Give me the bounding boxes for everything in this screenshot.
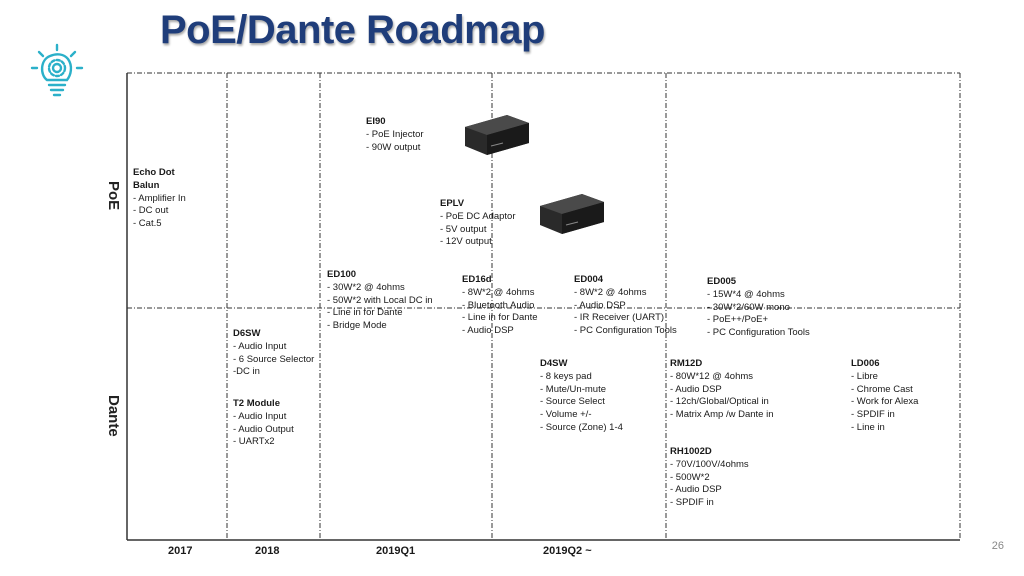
item-line: - IR Receiver (UART) [574, 312, 665, 324]
item-line: - 6 Source Selector [233, 353, 315, 365]
item-line: - 8 keys pad [540, 370, 592, 382]
item-line: - 8W*2 @ 4ohms [462, 286, 535, 298]
item-line: - Audio DSP [574, 299, 626, 311]
item-ed16d: ED16d - 8W*2 @ 4ohms - Bluetooth Audio -… [462, 274, 538, 338]
item-echo-dot: Echo Dot Balun - Amplifier In - DC out -… [133, 167, 186, 231]
row-label-poe: PoE [105, 181, 122, 211]
item-line: - Line in [851, 421, 885, 433]
item-title: EPLV [440, 198, 465, 209]
item-d4sw: D4SW - 8 keys pad - Mute/Un-mute - Sourc… [540, 358, 623, 435]
item-title: ED005 [707, 276, 737, 287]
item-line: - Audio DSP [670, 484, 722, 496]
item-line: - DC out [133, 205, 169, 217]
item-title: ED100 [327, 269, 357, 280]
item-line: - Audio Input [233, 340, 287, 352]
item-line: - Libre [851, 370, 878, 382]
item-line: - 50W*2 with Local DC in [327, 294, 433, 306]
item-ei90: EI90 - PoE Injector - 90W output [366, 116, 424, 154]
item-line: - 30W*2 @ 4ohms [327, 281, 405, 293]
page-number: 26 [991, 540, 1004, 552]
item-line: - 500W*2 [670, 471, 710, 483]
item-rh1002d: RH1002D - 70V/100V/4ohms - 500W*2 - Audi… [670, 446, 749, 510]
item-line: - 90W output [366, 141, 421, 153]
item-title: T2 Module [233, 398, 280, 409]
item-ld006: LD006 - Libre - Chrome Cast - Work for A… [851, 358, 918, 435]
item-title: D6SW [233, 328, 261, 339]
item-line: - Matrix Amp /w Dante in [670, 409, 774, 421]
item-line: - PC Configuration Tools [707, 327, 810, 339]
item-title: Echo Dot [133, 167, 175, 178]
item-line: - SPDIF in [851, 409, 895, 421]
item-t2-module: T2 Module - Audio Input - Audio Output -… [233, 398, 294, 449]
item-line: - Work for Alexa [851, 396, 919, 408]
item-title: Balun [133, 179, 160, 191]
item-line: - PoE Injector [366, 128, 424, 140]
item-title: RM12D [670, 358, 703, 369]
item-line: - Amplifier In [133, 192, 186, 204]
item-title: EI90 [366, 116, 386, 127]
item-line: -DC in [233, 366, 260, 378]
item-title: ED16d [462, 274, 492, 285]
item-line: - Source Select [540, 396, 605, 408]
item-line: - Audio DSP [462, 325, 514, 337]
item-title: LD006 [851, 358, 880, 369]
item-line: - Cat.5 [133, 218, 162, 230]
year-label-2018: 2018 [255, 545, 280, 557]
item-line: - 15W*4 @ 4ohms [707, 288, 785, 300]
item-ed004: ED004 - 8W*2 @ 4ohms - Audio DSP - IR Re… [574, 274, 677, 338]
item-line: - Mute/Un-mute [540, 383, 606, 395]
item-line: - Audio Output [233, 423, 294, 435]
item-ed005: ED005 - 15W*4 @ 4ohms - 30W*2/60W mono -… [707, 276, 810, 340]
item-line: - PoE DC Adaptor [440, 210, 516, 222]
item-d6sw: D6SW - Audio Input - 6 Source Selector -… [233, 328, 314, 379]
item-line: - UARTx2 [233, 436, 275, 448]
item-line: - Chrome Cast [851, 383, 913, 395]
item-rm12d: RM12D - 80W*12 @ 4ohms - Audio DSP - 12c… [670, 358, 773, 422]
ei90-device-image [465, 115, 529, 155]
item-line: - SPDIF in [670, 497, 714, 509]
item-line: - PC Configuration Tools [574, 325, 677, 337]
item-line: - 12V output [440, 236, 492, 248]
item-line: - PoE++/PoE+ [707, 314, 768, 326]
item-line: - Source (Zone) 1-4 [540, 421, 623, 433]
page-title: PoE/Dante Roadmap [160, 8, 545, 52]
item-line: - Line in for Dante [327, 307, 403, 319]
item-eplv: EPLV - PoE DC Adaptor - 5V output - 12V … [440, 198, 516, 249]
item-title: RH1002D [670, 446, 712, 457]
row-label-dante: Dante [105, 395, 122, 437]
item-line: - 70V/100V/4ohms [670, 458, 749, 470]
item-line: - 5V output [440, 223, 487, 235]
item-line: - 12ch/Global/Optical in [670, 396, 769, 408]
item-line: - 30W*2/60W mono [707, 301, 790, 313]
item-title: ED004 [574, 274, 604, 285]
item-line: - Volume +/- [540, 409, 592, 421]
year-label-2019q2: 2019Q2 ~ [543, 545, 592, 557]
year-label-2019q1: 2019Q1 [376, 545, 416, 557]
item-line: - Bluetooth Audio [462, 299, 535, 311]
item-line: - Audio DSP [670, 383, 722, 395]
year-label-2017: 2017 [168, 545, 193, 557]
item-line: - 8W*2 @ 4ohms [574, 286, 647, 298]
item-line: - Audio Input [233, 410, 287, 422]
item-line: - Line in for Dante [462, 312, 538, 324]
lightbulb-gear-icon [30, 43, 84, 97]
item-line: - Bridge Mode [327, 320, 387, 332]
eplv-device-image [540, 194, 604, 234]
item-ed100: ED100 - 30W*2 @ 4ohms - 50W*2 with Local… [327, 269, 433, 333]
item-title: D4SW [540, 358, 568, 369]
item-line: - 80W*12 @ 4ohms [670, 370, 754, 382]
